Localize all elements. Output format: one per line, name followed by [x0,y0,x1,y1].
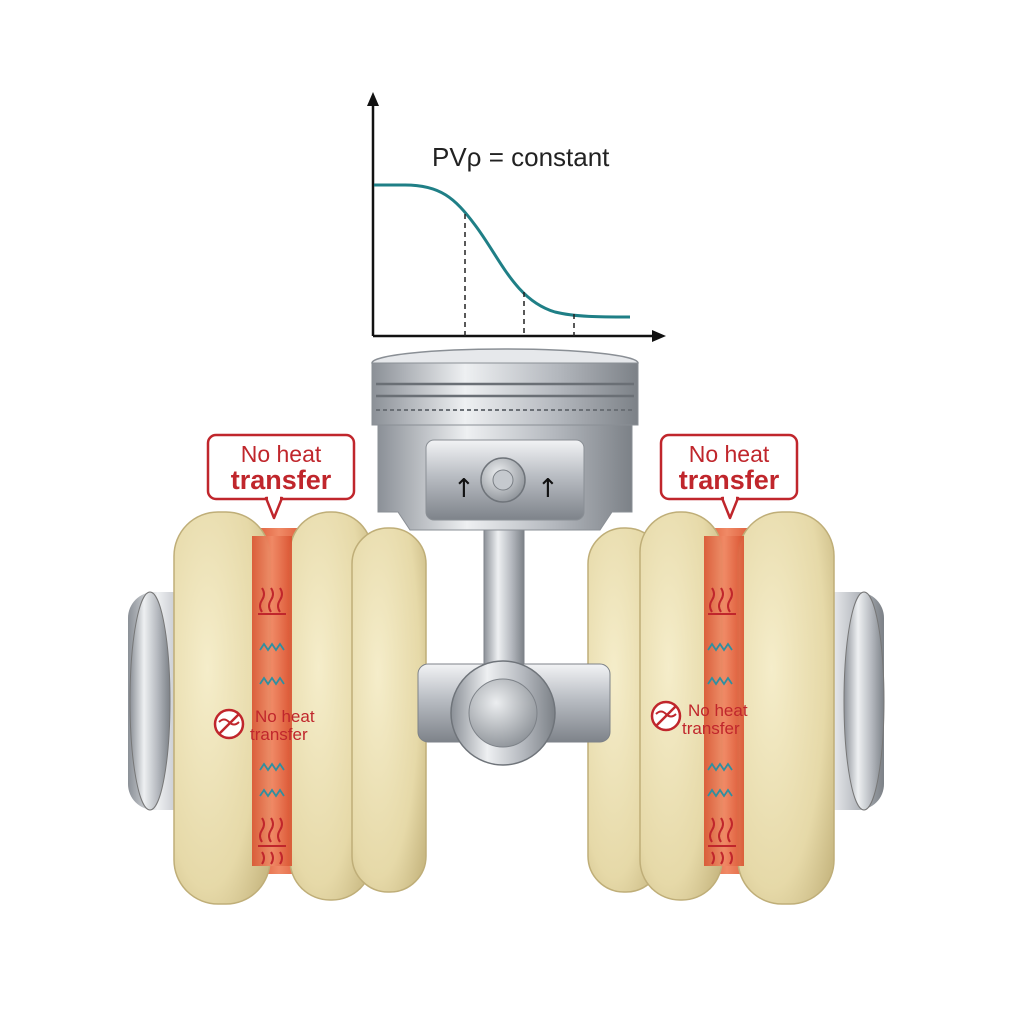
right-insulation-ring-outer [737,511,835,905]
left-squiggle-bottom [259,762,285,798]
graph-equation-label: PVρ = constant [432,142,610,172]
left-insulation-ring-inner [351,527,427,893]
pv-graph: PVρ = constant [367,92,666,342]
left-inline-label-line1: No heat [255,707,315,726]
left-metal-cap-face [129,591,171,811]
right-callout-line2: transfer [679,465,780,495]
left-squiggle-top [259,642,285,686]
piston-pin-inner [492,469,514,491]
crank-hub-inner [468,678,538,748]
left-heat-band-front [252,536,292,866]
right-callout-bubble: No heat transfer [659,433,799,520]
connecting-rod [483,519,525,681]
left-no-heat-icon [213,708,245,740]
left-callout-bubble: No heat transfer [206,433,356,520]
right-heat-band-front [704,536,744,866]
left-callout-line1: No heat [241,441,322,467]
left-heat-icon-bottom [258,817,286,865]
piston-up-arrow-left: ↑ [453,474,475,504]
right-heat-icon-bottom [708,817,736,865]
right-no-heat-icon [650,700,682,732]
adiabatic-curve [374,183,631,319]
right-insulated-cylinder: No heat transfer [587,511,885,905]
left-callout-line2: transfer [231,465,332,495]
piston-up-arrow-right: ↑ [537,474,559,504]
right-squiggle-bottom [707,762,733,798]
right-metal-cap-face [843,591,885,811]
y-axis-arrowhead [367,92,379,106]
x-axis-arrowhead [652,330,666,342]
left-insulated-cylinder: No heat transfer [128,511,427,905]
right-heat-icon-top [708,587,736,615]
right-callout-line1: No heat [689,441,770,467]
right-squiggle-top [707,642,733,686]
left-inline-label-line2: transfer [250,725,308,744]
piston-assembly: ↑ ↑ [371,348,639,766]
piston-head [371,362,639,426]
right-inline-label-line2: transfer [682,719,740,738]
right-inline-label-line1: No heat [688,701,748,720]
left-heat-icon-top [258,587,286,615]
